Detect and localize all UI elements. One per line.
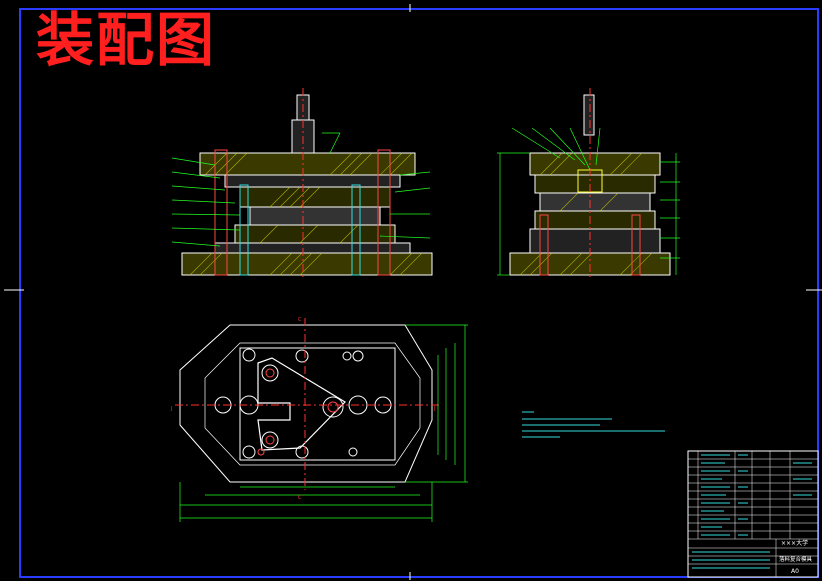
plan-view: C C J J — [170, 317, 468, 522]
title-block: ×××大学 落料复合模具 A0 — [687, 450, 819, 578]
title-block-sheet-size: A0 — [791, 568, 799, 575]
section-label-left: J — [170, 406, 172, 412]
section-label-top: C — [298, 317, 302, 323]
title-block-drawing-name: 落料复合模具 — [779, 555, 813, 563]
front-section-view — [171, 88, 433, 280]
technical-notes — [522, 411, 665, 438]
drawing-title: 装配图 — [36, 6, 217, 74]
drawing-frame — [4, 4, 822, 580]
title-block-school: ×××大学 — [781, 539, 808, 547]
section-label-bottom: C — [298, 495, 302, 501]
section-label-right: J — [433, 406, 435, 412]
side-section-view — [497, 88, 680, 280]
